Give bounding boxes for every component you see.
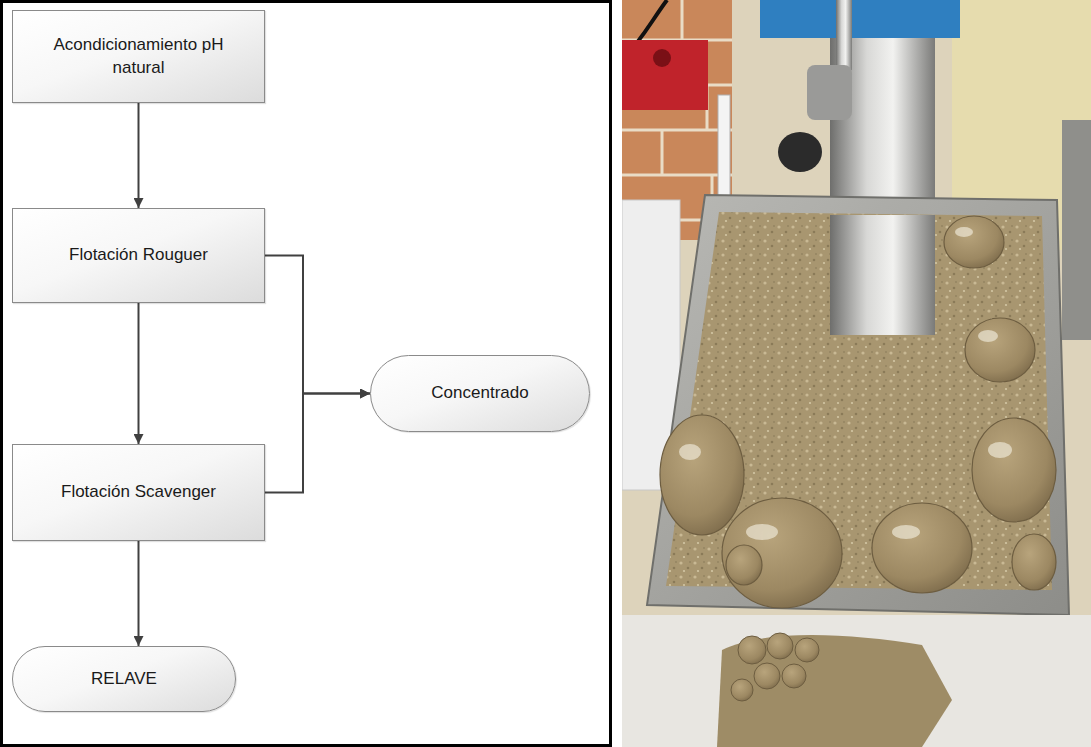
- bubble: [795, 638, 819, 662]
- highlight: [988, 442, 1012, 458]
- node-label: Concentrado: [431, 382, 528, 405]
- collection-tray: [622, 615, 1091, 747]
- terminal-box: Concentrado: [370, 355, 590, 432]
- highlight: [746, 524, 778, 540]
- terminal-box: RELAVE: [12, 646, 236, 712]
- red-holder: [622, 40, 708, 110]
- bubble: [965, 318, 1035, 382]
- holder-hole: [653, 49, 671, 67]
- motor: [760, 0, 960, 38]
- wall-background: [622, 0, 1091, 620]
- mortar-line: [681, 0, 684, 40]
- bubble: [972, 418, 1056, 522]
- brick-mortar: [622, 0, 732, 220]
- froth-surface: [666, 212, 1052, 590]
- bubble: [754, 663, 780, 689]
- flow-arrow: [265, 394, 370, 493]
- spilled-bubbles: [731, 633, 819, 701]
- flow-arrow: [138, 103, 140, 208]
- highlight: [978, 330, 998, 342]
- bubbles: [660, 216, 1056, 608]
- side-tray: [1062, 120, 1091, 340]
- process-box: Acondicionamiento pH natural: [12, 10, 265, 103]
- bubble: [726, 545, 762, 585]
- flow-arrow: [265, 256, 370, 394]
- spilled-froth: [717, 635, 952, 747]
- node-label: Flotación Scavenger: [61, 481, 216, 504]
- highlight: [679, 444, 701, 460]
- bubble-highlights: [679, 227, 1012, 540]
- mortar-line: [622, 174, 732, 177]
- bubble: [660, 415, 744, 535]
- node-label: Acondicionamiento pH natural: [39, 34, 239, 80]
- valve-handle: [836, 0, 852, 70]
- tray-rim: [647, 195, 1069, 615]
- bubble: [872, 503, 972, 593]
- bubble: [1012, 534, 1056, 590]
- highlight: [892, 525, 920, 539]
- highlight: [955, 227, 973, 237]
- mortar-line: [622, 129, 732, 132]
- impeller-tube-lower: [830, 215, 935, 335]
- bubble: [738, 636, 766, 664]
- bubble: [722, 498, 842, 608]
- bubble: [782, 664, 806, 688]
- valve-knob: [778, 132, 822, 172]
- bubble: [944, 216, 1004, 268]
- flotation-cell-photo: [622, 0, 1091, 747]
- flow-arrow: [138, 541, 140, 646]
- valve-body: [807, 65, 852, 120]
- flow-arrow: [138, 303, 140, 444]
- node-label: Flotación Rouguer: [69, 244, 208, 267]
- bubble: [731, 679, 753, 701]
- bubble: [767, 633, 793, 659]
- process-box: Flotación Rouguer: [12, 208, 265, 303]
- process-box: Flotación Scavenger: [12, 444, 265, 541]
- mortar-line: [661, 130, 664, 175]
- node-label: RELAVE: [91, 668, 157, 691]
